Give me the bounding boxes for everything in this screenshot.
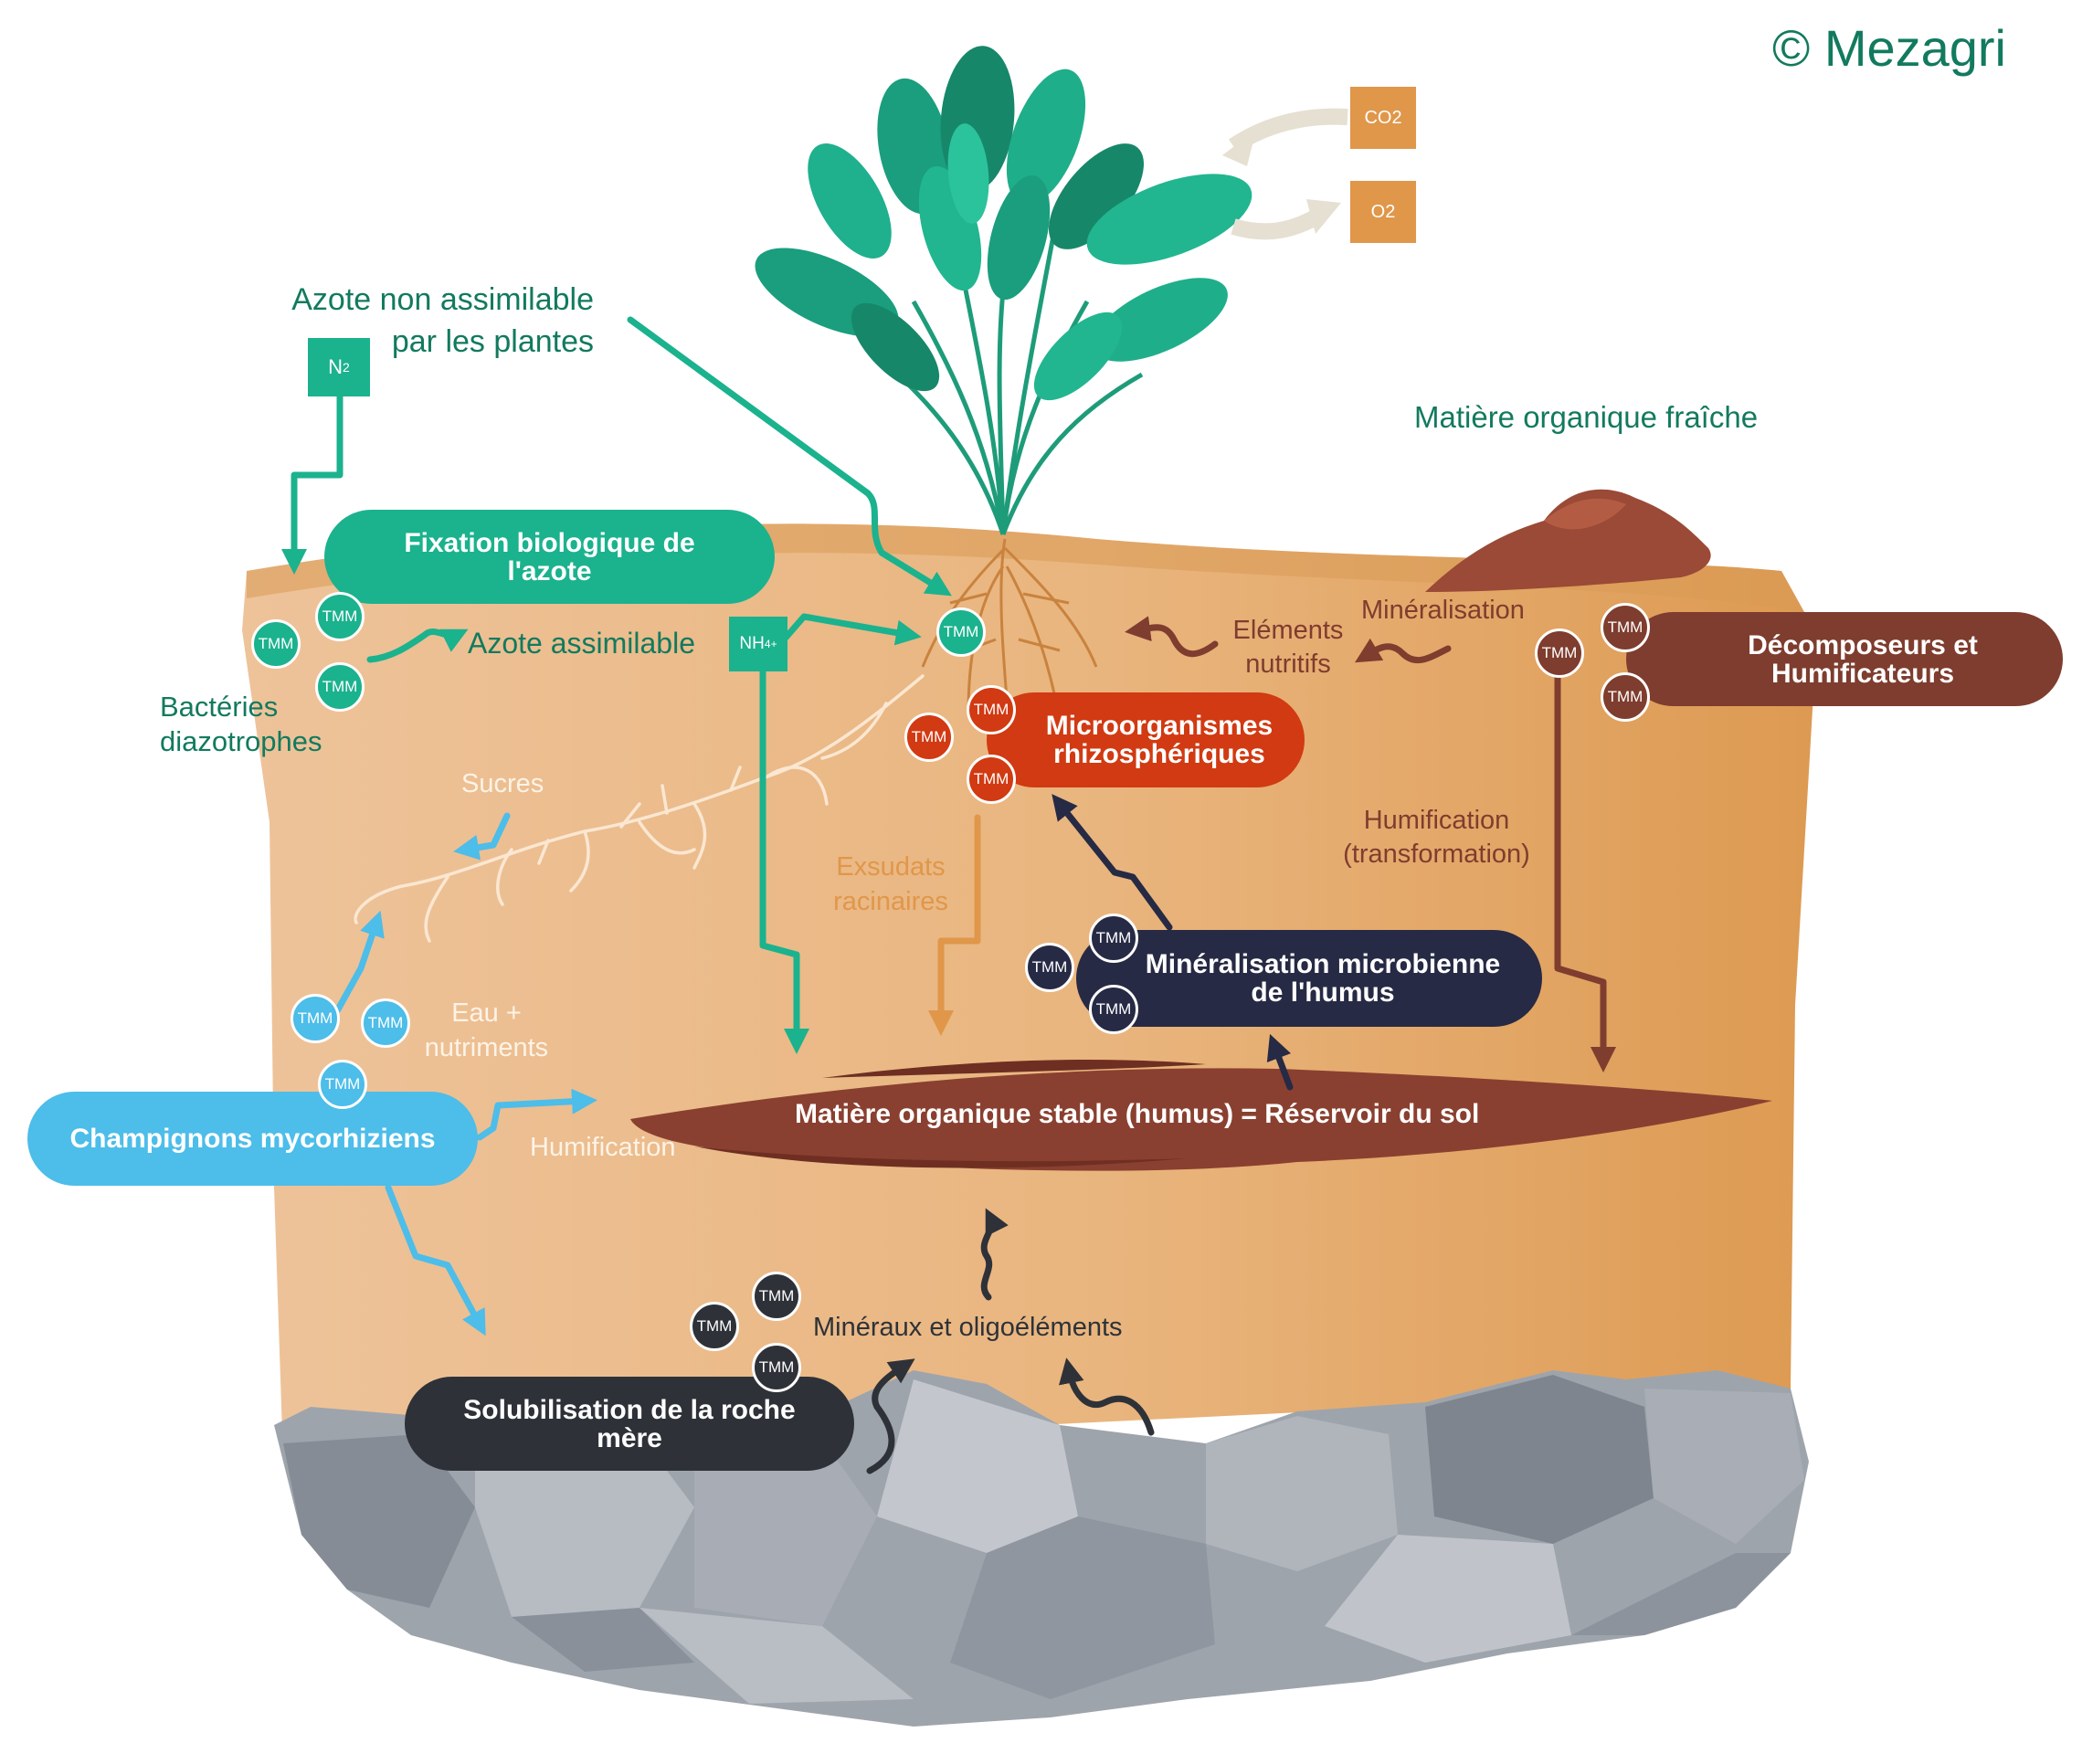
tmm-circle: TMM (361, 998, 410, 1048)
o2-label: O2 (1370, 201, 1396, 222)
tmm-circle: TMM (315, 662, 365, 712)
tmm-circle: TMM (1601, 603, 1650, 652)
tmm-circle: TMM (690, 1302, 739, 1351)
rock-to-minerals-arrow-left (866, 1358, 915, 1474)
tmm-circle: TMM (752, 1272, 801, 1321)
hyphae-to-root-arrow (334, 910, 385, 1013)
mineralisation-to-rhizo-arrow (1052, 794, 1173, 931)
tmm-circle: TMM (291, 994, 340, 1043)
humus-label: Matière organique stable (humus) = Réser… (795, 1099, 1480, 1129)
unassimilable-nitrogen-label: Azote non assimilable par les plantes (291, 282, 594, 359)
humus-up-arrow (1266, 1033, 1294, 1091)
tmm-circle: TMM (752, 1343, 801, 1392)
tmm-circle: TMM (251, 619, 301, 669)
humus-layer (630, 1060, 1772, 1171)
minerals-label: Minéraux et oligoéléments (813, 1313, 1123, 1342)
diazotrophic-bacteria-label: Bactéries diazotrophes (160, 691, 322, 757)
tmm-circle: TMM (1089, 985, 1138, 1034)
assimilable-nitrogen-arrow (366, 628, 469, 663)
sugars-label: Sucres (461, 769, 544, 798)
co2-label: CO2 (1364, 107, 1402, 128)
tmm-circle: TMM (315, 592, 365, 641)
tmm-circle: TMM (1601, 672, 1650, 722)
atmospheric-nitrogen-arrow (627, 316, 952, 597)
minerals-up-arrow (980, 1208, 1009, 1301)
nutrients-wave-arrow (1125, 616, 1219, 658)
tmm-circle: TMM (967, 685, 1016, 734)
mycorrhizae-to-rock-arrow (385, 1184, 486, 1336)
fresh-organic-matter-label: Matière organique fraîche (1414, 400, 1759, 434)
nh4-down-arrow (759, 668, 809, 1054)
mineralisation-wave-arrow (1354, 638, 1452, 664)
nh4-to-root-arrow (782, 613, 922, 646)
o2-arrow (1231, 207, 1325, 240)
exudates-arrow (928, 814, 981, 1036)
water-nutrients-label: Eau + nutriments (424, 998, 549, 1062)
n2-to-bacteria-arrow (281, 387, 343, 575)
soil-layer (242, 523, 1813, 1462)
tmm-circle: TMM (904, 713, 954, 762)
tmm-circle: TMM (1535, 628, 1584, 678)
humification-arrow (476, 1088, 597, 1141)
humification-label: Humification (530, 1133, 676, 1162)
humification-transformation-label: Humification (transformation) (1343, 806, 1530, 869)
root-exudates-label: Exsudats racinaires (833, 852, 948, 916)
tmm-circle: TMM (967, 755, 1016, 804)
fresh-organic-matter-mound (1425, 489, 1711, 592)
tmm-circle: TMM (318, 1060, 367, 1109)
mycorrhizal-fungi-box: Champignons mycorhiziens (27, 1092, 478, 1186)
co2-box: CO2 (1350, 87, 1416, 149)
nutrient-elements-label: Eléments nutritifs (1232, 616, 1344, 679)
plant-leaves (755, 46, 1252, 401)
assimilable-nitrogen-label: Azote assimilable (468, 627, 695, 660)
rock-to-minerals-arrow-right (1059, 1357, 1155, 1436)
mineralisation-top-label: Minéralisation (1361, 596, 1525, 625)
tmm-circle: TMM (1089, 914, 1138, 963)
sugars-arrow (453, 812, 511, 861)
mycorrhizal-hyphae (354, 674, 925, 943)
humification-down-arrow (1554, 668, 1616, 1072)
tmm-circle: TMM (1025, 943, 1074, 992)
copyright-label: © Mezagri (1772, 19, 2006, 77)
tmm-circle: TMM (936, 607, 986, 657)
o2-box: O2 (1350, 181, 1416, 243)
